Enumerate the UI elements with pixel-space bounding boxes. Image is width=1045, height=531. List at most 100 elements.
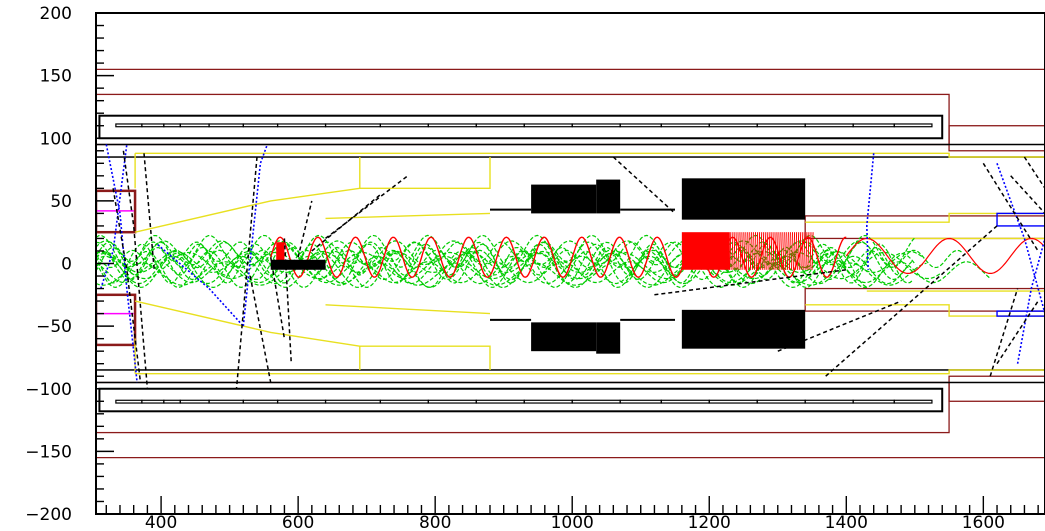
particle-tracks bbox=[96, 144, 1045, 389]
y-tick-label: 200 bbox=[40, 4, 72, 24]
dense-spiral-turn bbox=[788, 232, 791, 270]
dense-spiral-turn bbox=[756, 232, 759, 270]
dense-spiral-turn bbox=[795, 232, 798, 270]
spiral-track-tail bbox=[845, 237, 1045, 274]
dense-spiral-turn bbox=[735, 232, 738, 270]
neutral-track bbox=[311, 194, 381, 252]
neutral-track bbox=[612, 156, 676, 214]
target-box-top bbox=[96, 189, 137, 234]
dense-spiral-turn bbox=[739, 232, 742, 270]
x-tick-label: 400 bbox=[145, 513, 177, 531]
track-origin-marker bbox=[276, 242, 285, 264]
dense-spiral-turn bbox=[801, 232, 804, 270]
x-tick-label: 1600 bbox=[962, 513, 1005, 531]
neutral-track bbox=[325, 175, 409, 239]
neutral-track bbox=[235, 156, 258, 389]
secondary-track bbox=[96, 252, 916, 289]
electron-track bbox=[208, 287, 244, 327]
dense-spiral-turn bbox=[751, 232, 754, 270]
dense-spiral-turn bbox=[778, 232, 781, 270]
dense-spiral-turn bbox=[733, 232, 736, 270]
absorber-block bbox=[596, 179, 621, 214]
y-tick-label: 50 bbox=[50, 192, 72, 212]
upper-end-housing bbox=[948, 125, 1045, 152]
dense-spiral-turn bbox=[786, 232, 789, 270]
dense-spiral-turn bbox=[772, 232, 775, 270]
dense-spiral-turn bbox=[729, 232, 732, 270]
neutral-track bbox=[1010, 175, 1045, 214]
dense-spiral-turn bbox=[754, 232, 756, 270]
lower-inner-cone bbox=[325, 304, 491, 315]
secondary-track bbox=[96, 261, 990, 284]
neutral-track bbox=[297, 200, 313, 258]
dense-spiral-turn bbox=[731, 232, 734, 270]
y-tick-label: −200 bbox=[25, 505, 72, 525]
dense-spiral-turn bbox=[758, 232, 761, 270]
electron-track bbox=[105, 144, 138, 383]
secondary-track bbox=[96, 241, 840, 263]
x-tick-label: 1400 bbox=[825, 513, 868, 531]
bore-top-outline bbox=[135, 152, 1045, 158]
dense-spiral-turn bbox=[799, 232, 802, 270]
secondary-track bbox=[96, 250, 867, 289]
absorber-block bbox=[596, 322, 621, 354]
bore-bottom-outline bbox=[135, 369, 1045, 375]
dense-spiral-turn bbox=[797, 232, 800, 270]
lower-coil-segment bbox=[893, 399, 933, 404]
y-tick-label: −50 bbox=[36, 317, 72, 337]
lower-inner-frame bbox=[96, 369, 1045, 384]
dense-spiral-turn bbox=[766, 232, 769, 270]
neutral-track bbox=[122, 150, 149, 389]
neutral-track bbox=[1023, 156, 1045, 189]
dense-spiral-turn bbox=[776, 232, 779, 270]
upper-beampipe-volume bbox=[804, 215, 1045, 240]
electron-track bbox=[242, 144, 269, 327]
dense-spiral-turn bbox=[791, 232, 793, 270]
dense-spiral-turn bbox=[809, 232, 812, 270]
neutral-track bbox=[982, 162, 1039, 252]
absorber-block bbox=[531, 184, 597, 214]
dense-spiral-turn bbox=[774, 232, 777, 270]
neutral-track bbox=[143, 153, 155, 270]
secondary-track bbox=[96, 241, 906, 281]
neutral-track-group bbox=[112, 150, 1045, 389]
electron-track-box bbox=[996, 310, 1045, 317]
x-tick-label: 600 bbox=[282, 513, 314, 531]
dense-spiral-turn bbox=[768, 232, 771, 270]
dense-track-region bbox=[681, 232, 730, 270]
electron-track bbox=[1016, 238, 1045, 364]
dense-spiral-turn bbox=[741, 232, 744, 270]
detector-volumes bbox=[96, 68, 1045, 459]
secondary-track bbox=[96, 243, 914, 284]
dense-spiral-turn bbox=[762, 232, 765, 270]
upper-coil-segments bbox=[115, 123, 933, 128]
y-tick-label: 150 bbox=[40, 67, 72, 87]
hit-cluster bbox=[270, 259, 326, 270]
dense-spiral-turn bbox=[747, 232, 750, 270]
x-tick-label: 1000 bbox=[551, 513, 594, 531]
neutral-track bbox=[249, 275, 272, 383]
secondary-track bbox=[96, 262, 927, 286]
target-box-bottom bbox=[96, 293, 137, 347]
secondary-track bbox=[96, 234, 916, 268]
absorber-block bbox=[681, 309, 806, 349]
upper-taper-outer bbox=[134, 157, 491, 233]
absorber-blocks bbox=[490, 178, 806, 354]
upper-coil-segment bbox=[893, 123, 933, 128]
x-tick-label: 1200 bbox=[688, 513, 731, 531]
spiral-track bbox=[270, 236, 847, 279]
dense-spiral-turn bbox=[764, 232, 767, 270]
electron-track bbox=[100, 144, 128, 289]
absorber-block bbox=[531, 322, 597, 352]
dense-spiral-turn bbox=[784, 232, 787, 270]
lower-beampipe-volume bbox=[804, 287, 1045, 312]
neutral-track bbox=[996, 300, 1039, 365]
y-tick-label: 100 bbox=[40, 129, 72, 149]
dense-spiral-turn bbox=[807, 232, 810, 270]
dense-spiral-turn bbox=[743, 232, 746, 270]
dense-spiral-turn bbox=[805, 232, 808, 270]
dense-spiral-turn bbox=[745, 232, 748, 270]
dense-spiral-turn bbox=[749, 232, 752, 270]
